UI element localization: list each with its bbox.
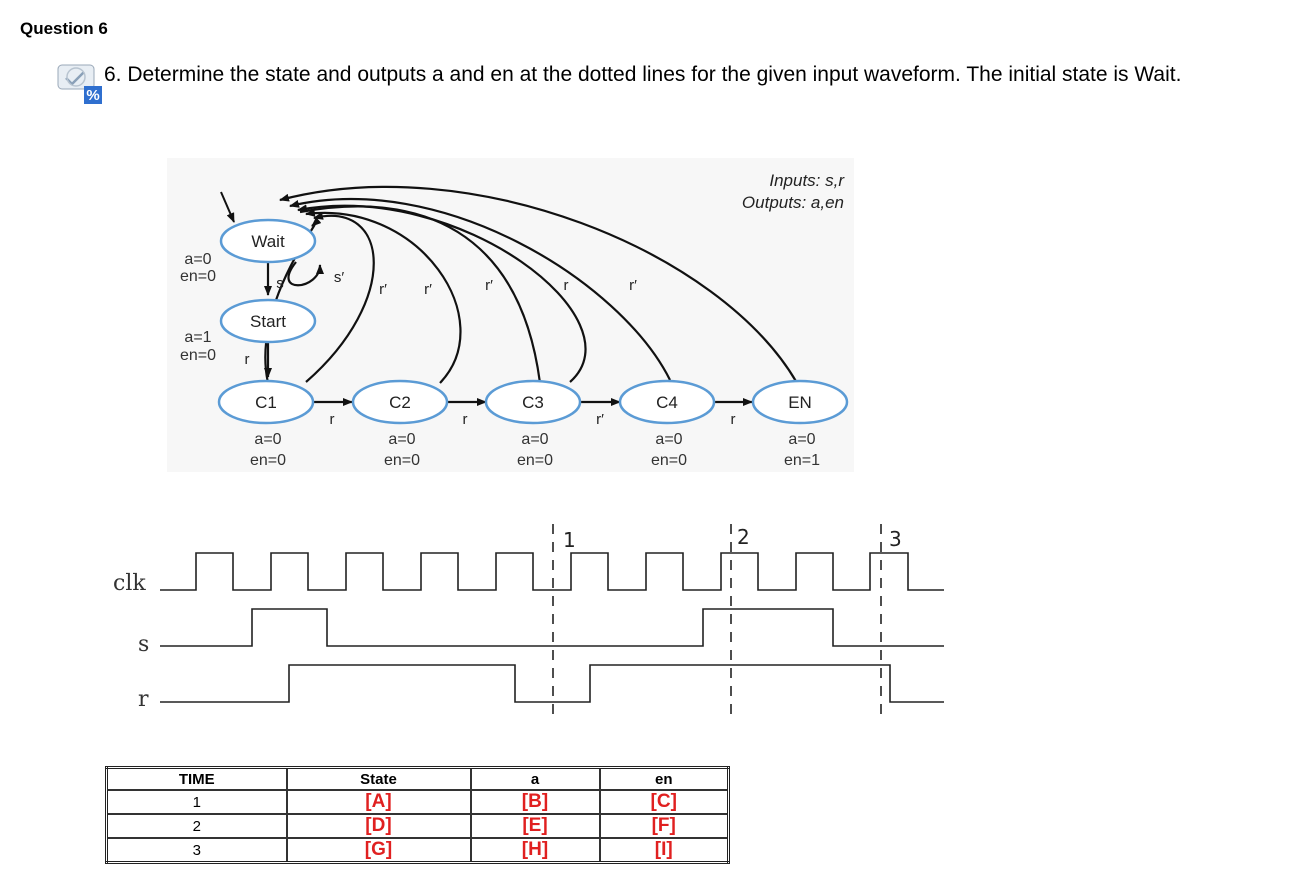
marker-3: 3 <box>889 527 902 551</box>
state-c3 <box>484 379 582 425</box>
header-state: State <box>285 766 472 791</box>
state-en <box>751 379 849 425</box>
question-title: Question 6 <box>20 19 108 38</box>
arc-c2-to-wait <box>305 208 462 384</box>
en-en-output: en=1 <box>784 452 820 469</box>
state-en-label: EN <box>788 393 812 412</box>
r-waveform <box>160 664 944 703</box>
question-text: 6. Determine the state and outputs a and… <box>104 63 1182 86</box>
blank-answer-en[interactable]: [C] <box>598 789 730 815</box>
svg-text:%: % <box>86 87 99 104</box>
blank-answer-a[interactable]: [B] <box>469 789 601 815</box>
state-c2 <box>351 379 449 425</box>
label-c3-wait: r′ <box>485 277 493 294</box>
state-start <box>219 298 317 344</box>
blank-answer-a[interactable]: [E] <box>469 813 601 839</box>
arc-c4-to-wait <box>289 197 671 381</box>
answer-table-header-row: TIME State a en <box>105 766 730 791</box>
arc-start-wait-left <box>264 217 322 384</box>
clk-signal-label: clk <box>113 571 146 596</box>
wait-a-output: a=0 <box>184 251 211 268</box>
s-waveform <box>160 608 944 647</box>
header-a: a <box>469 766 601 791</box>
c2-en-output: en=0 <box>384 452 420 469</box>
clk-waveform <box>160 552 944 591</box>
question-type-icon: % <box>57 64 102 104</box>
label-c2-wait: r′ <box>424 281 432 298</box>
initial-state-arrow <box>220 191 235 223</box>
time-cell: 1 <box>105 789 288 815</box>
arc-c1-to-wait <box>305 212 375 383</box>
answer-table: TIME State a en 1 [A] [B] [C] 2 [D] [E] … <box>105 766 730 864</box>
label-c1-c2: r <box>330 411 335 428</box>
label-c1-wait: r′ <box>379 281 387 298</box>
label-c3-c4: r′ <box>596 411 604 428</box>
state-c4 <box>618 379 716 425</box>
header-time: TIME <box>105 766 288 791</box>
label-en-wait: r′ <box>629 277 637 294</box>
fsm-outputs-legend: Outputs: a,en <box>742 193 844 212</box>
start-a-output: a=1 <box>184 329 211 346</box>
en-a-output: a=0 <box>788 431 815 448</box>
wait-en-output: en=0 <box>180 268 216 285</box>
state-c2-label: C2 <box>389 393 411 412</box>
arc-en-to-wait <box>279 185 798 384</box>
marker-1: 1 <box>563 528 576 552</box>
time-cell: 2 <box>105 813 288 839</box>
blank-answer-state[interactable]: [D] <box>285 813 472 839</box>
state-wait-label: Wait <box>251 232 285 251</box>
table-row: 1 [A] [B] [C] <box>105 789 730 815</box>
label-start-c1: r <box>245 351 250 368</box>
table-row: 3 [G] [H] [I] <box>105 837 730 864</box>
blank-answer-state[interactable]: [A] <box>285 789 472 815</box>
label-c4-en: r <box>731 411 736 428</box>
state-c1 <box>217 379 315 425</box>
c1-en-output: en=0 <box>250 452 286 469</box>
c2-a-output: a=0 <box>388 431 415 448</box>
c3-a-output: a=0 <box>521 431 548 448</box>
state-c3-label: C3 <box>522 393 544 412</box>
start-en-output: en=0 <box>180 347 216 364</box>
table-row: 2 [D] [E] [F] <box>105 813 730 839</box>
state-c1-label: C1 <box>255 393 277 412</box>
label-c4-wait: r <box>564 277 569 294</box>
s-signal-label: s <box>138 632 149 657</box>
r-signal-label: r <box>138 687 149 712</box>
fsm-inputs-legend: Inputs: s,r <box>769 171 845 190</box>
blank-answer-state[interactable]: [G] <box>285 837 472 864</box>
c4-a-output: a=0 <box>655 431 682 448</box>
blank-answer-en[interactable]: [F] <box>598 813 730 839</box>
c4-en-output: en=0 <box>651 452 687 469</box>
marker-2: 2 <box>737 525 750 549</box>
state-c4-label: C4 <box>656 393 678 412</box>
c3-en-output: en=0 <box>517 452 553 469</box>
c1-a-output: a=0 <box>254 431 281 448</box>
header-en: en <box>598 766 730 791</box>
state-wait <box>219 218 317 264</box>
blank-answer-a[interactable]: [H] <box>469 837 601 864</box>
blank-answer-en[interactable]: [I] <box>598 837 730 864</box>
arc-wait-self-loop <box>287 261 324 287</box>
state-start-label: Start <box>250 312 286 331</box>
time-cell: 3 <box>105 837 288 864</box>
return-arcs <box>264 185 798 384</box>
label-wait-start: s <box>276 275 284 292</box>
arc-c3-extra <box>299 205 542 384</box>
label-c2-c3: r <box>463 411 468 428</box>
label-wait-self: s′ <box>334 269 345 286</box>
